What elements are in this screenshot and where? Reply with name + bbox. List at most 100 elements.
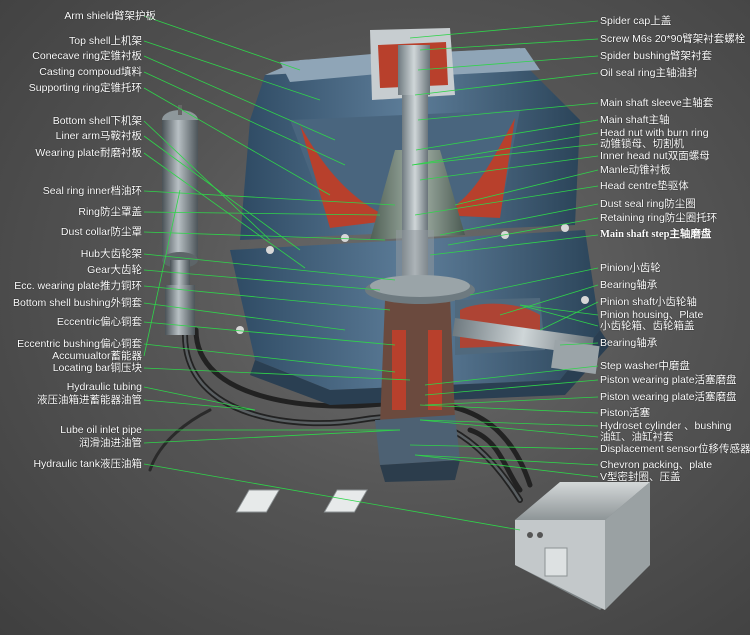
leader-line-left-16 <box>143 343 396 373</box>
leader-line-right-11 <box>439 203 599 236</box>
label-lube-oil-inlet: Lube oil inlet pipe <box>60 424 142 436</box>
leader-line-right-1 <box>419 38 599 51</box>
leader-line-left-23 <box>143 463 521 531</box>
label-bottom-shell-bushing: Bottom shell bushing外铜套 <box>13 297 142 309</box>
leader-line-right-19 <box>559 342 599 346</box>
label-displacement-sensor: Displacement sensor位移传感器 <box>600 443 750 455</box>
label-chevron-packing-cn: V型密封圈、压盖 <box>600 471 681 483</box>
leader-line-left-9 <box>143 211 381 216</box>
leader-line-right-27 <box>414 454 599 466</box>
label-head-nut: Head nut with burn ring <box>600 127 709 139</box>
leader-line-right-6 <box>411 132 599 166</box>
label-dust-seal-ring: Dust seal ring防尘圈 <box>600 198 696 210</box>
label-eccentric: Eccentric偏心铜套 <box>56 316 142 328</box>
label-step-washer: Step washer中磨盘 <box>600 360 690 372</box>
label-hydraulic-tank: Hydraulic tank液压油箱 <box>33 458 142 470</box>
label-accumulator: Accumualtor蓄能器 <box>52 350 142 362</box>
label-mantle: Manle动锥衬板 <box>600 164 671 176</box>
label-screw: Screw M6s 20*90臂架衬套螺栓 <box>600 33 746 45</box>
label-eccentric-bushing: Eccentric bushing偏心铜套 <box>17 338 142 350</box>
leader-line-right-15 <box>499 284 599 316</box>
leader-line-right-26 <box>409 444 599 450</box>
label-spider-bushing: Spider bushing臂架衬套 <box>600 50 713 62</box>
leader-line-left-11 <box>143 253 396 281</box>
label-hydroset-cylinder-cn: 油缸、油缸衬套 <box>600 431 674 443</box>
leader-line-left-15 <box>143 321 396 346</box>
label-ecc-wearing-plate: Ecc. wearing plate推力铜环 <box>14 280 142 292</box>
label-oil-seal-ring: Oil seal ring主轴油封 <box>600 67 698 79</box>
leader-line-left-12 <box>143 269 381 291</box>
leader-line-left-8 <box>143 190 396 206</box>
leader-line-left-19 <box>143 386 256 411</box>
leader-line-left-10 <box>143 231 386 241</box>
leader-line-right-28 <box>414 454 599 478</box>
label-inner-head-nut: Inner head nut双面螺母 <box>600 150 710 162</box>
leader-line-right-7 <box>411 143 599 166</box>
leader-line-left-2 <box>143 55 336 141</box>
leader-line-right-21 <box>424 379 599 396</box>
leader-lines <box>143 15 599 531</box>
label-dust-collar: Dust collar防尘罩 <box>60 226 142 238</box>
leader-line-left-22 <box>143 429 401 444</box>
leader-line-left-17 <box>143 189 181 357</box>
label-hydroset-cylinder: Hydroset cylinder 、bushing <box>600 420 732 432</box>
label-hydraulic-tubing: Hydraulic tubing <box>66 381 142 393</box>
label-concave-ring: Conecave ring定锥衬板 <box>32 50 142 62</box>
label-main-shaft-step: Main shaft step主轴磨盘 <box>600 229 712 240</box>
leader-line-right-12 <box>447 217 599 246</box>
accumulator <box>162 105 198 335</box>
label-casting-compound: Casting compoud填料 <box>39 66 142 78</box>
leader-line-right-22 <box>424 396 599 406</box>
label-hub: Hub大齿轮架 <box>80 248 142 260</box>
label-head-centre: Head centre垫驱体 <box>600 180 689 192</box>
leader-line-right-17 <box>519 304 599 316</box>
label-retaining-ring: Retaining ring防尘圈托环 <box>600 212 718 224</box>
label-bearing-2: Bearing轴承 <box>600 337 658 349</box>
label-wearing-plate: Wearing plate耐磨衬板 <box>35 147 142 159</box>
leader-line-right-8 <box>419 155 599 181</box>
label-gear: Gear大齿轮 <box>87 264 142 276</box>
hydraulic-tubing <box>148 327 533 503</box>
leader-line-right-25 <box>419 419 599 438</box>
label-pinion: Pinion小齿轮 <box>600 262 661 274</box>
label-bearing-1: Bearing轴承 <box>600 279 658 291</box>
hydraulic-tank <box>235 482 650 610</box>
leader-line-left-20 <box>143 399 256 411</box>
crusher-body <box>230 28 610 482</box>
label-pinion-housing: Pinion housing、Plate <box>600 309 704 321</box>
label-chevron-packing: Chevron packing、plate <box>600 459 713 471</box>
leader-line-left-14 <box>143 302 346 331</box>
label-piston: Piston活塞 <box>600 407 651 419</box>
label-head-nut-cn: 动锥锁母、切割机 <box>600 138 684 150</box>
leader-line-right-14 <box>469 267 599 296</box>
leader-line-left-0 <box>143 15 301 71</box>
leader-line-left-13 <box>143 285 391 311</box>
label-seal-ring-inner: Seal ring inner档油环 <box>42 185 142 197</box>
label-supporting-ring: Supporting ring定锥托环 <box>28 82 142 94</box>
label-arm-shield: Arm shield臂架护板 <box>64 10 156 22</box>
leader-line-right-18 <box>519 304 599 327</box>
leader-line-left-1 <box>143 40 321 101</box>
leader-line-right-20 <box>424 365 599 386</box>
leader-line-left-3 <box>143 71 346 166</box>
label-ring: Ring防尘罩盖 <box>78 206 142 218</box>
leader-line-right-5 <box>415 119 599 151</box>
leader-line-right-23 <box>419 404 599 414</box>
label-pinion-shaft: Pinion shaft小齿轮轴 <box>600 296 697 308</box>
label-piston-wearing-plate-2: Piston wearing plate活塞磨盘 <box>600 391 737 403</box>
label-bottom-shell: Bottom shell下机架 <box>52 115 142 127</box>
leader-line-right-0 <box>409 20 599 39</box>
leader-line-left-6 <box>143 135 301 251</box>
leader-line-right-16 <box>539 301 599 331</box>
leader-line-right-2 <box>417 55 599 71</box>
leader-line-right-13 <box>429 234 599 256</box>
leader-line-right-3 <box>414 72 599 96</box>
label-locating-bar: Locating bar铜压块 <box>52 362 142 374</box>
label-main-shaft-sleeve: Main shaft sleeve主轴套 <box>600 97 714 109</box>
leader-line-left-4 <box>143 87 331 196</box>
label-piston-wearing-plate-1: Piston wearing plate活塞磨盘 <box>600 374 737 386</box>
label-pinion-housing-cn: 小齿轮箱、齿轮箱盖 <box>600 320 695 332</box>
leader-line-right-9 <box>454 169 599 206</box>
leader-line-right-4 <box>417 102 599 121</box>
